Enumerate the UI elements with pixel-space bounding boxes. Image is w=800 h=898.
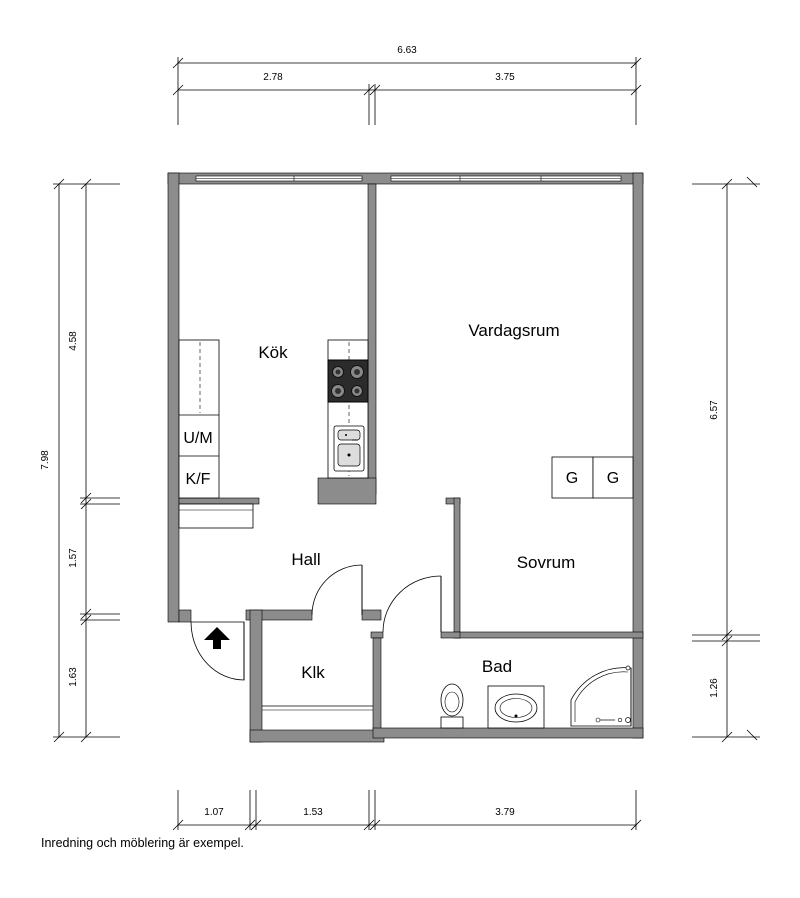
dim-left-total: 7.98 <box>40 450 51 470</box>
dim-bottom-3: 3.79 <box>495 807 515 818</box>
doors <box>190 564 442 681</box>
dim-right-1: 6.57 <box>709 400 720 420</box>
room-label-kok: Kök <box>258 343 288 362</box>
wardrobe-g1: G <box>566 470 578 487</box>
dim-left-2: 1.57 <box>68 548 79 568</box>
dim-bottom-2: 1.53 <box>303 807 323 818</box>
appliance-kf: K/F <box>186 471 211 488</box>
top-dimensions: 6.63 2.78 3.75 <box>172 45 642 125</box>
dim-left-3: 1.63 <box>68 667 79 687</box>
left-dimensions: 7.98 4.58 1.57 1.63 <box>40 178 120 743</box>
entrance-arrow-icon <box>204 627 230 649</box>
closet-shelf <box>262 705 373 711</box>
washbasin-icon <box>487 685 545 729</box>
room-label-klk: Klk <box>301 663 325 682</box>
appliance-um: U/M <box>183 430 212 447</box>
dim-top-total: 6.63 <box>397 45 417 56</box>
wardrobe: G G <box>551 456 634 499</box>
kitchen-left-counter: U/M K/F <box>178 339 220 499</box>
room-labels: Kök Vardagsrum Hall Sovrum Klk Bad <box>258 321 575 682</box>
bottom-dimensions: 1.07 1.53 3.79 <box>172 790 642 831</box>
room-label-vardagsrum: Vardagsrum <box>468 321 559 340</box>
dim-top-right: 3.75 <box>495 72 515 83</box>
dim-right-2: 1.26 <box>709 678 720 698</box>
stove-icon <box>327 359 369 403</box>
dim-left-1: 4.58 <box>68 331 79 351</box>
shower-icon <box>570 665 632 727</box>
walls <box>167 172 644 743</box>
disclaimer-note: Inredning och möblering är exempel. <box>41 836 244 850</box>
kitchen-right-counter <box>327 339 369 479</box>
room-label-sovrum: Sovrum <box>517 553 576 572</box>
dim-bottom-1: 1.07 <box>204 807 224 818</box>
dim-top-left: 2.78 <box>263 72 283 83</box>
room-label-bad: Bad <box>482 657 512 676</box>
sink-icon <box>333 425 365 472</box>
hall-shelf <box>178 503 254 529</box>
right-dimensions: 6.57 1.26 <box>692 176 760 743</box>
wardrobe-g2: G <box>607 470 619 487</box>
room-label-hall: Hall <box>291 550 320 569</box>
toilet-icon <box>440 683 464 729</box>
